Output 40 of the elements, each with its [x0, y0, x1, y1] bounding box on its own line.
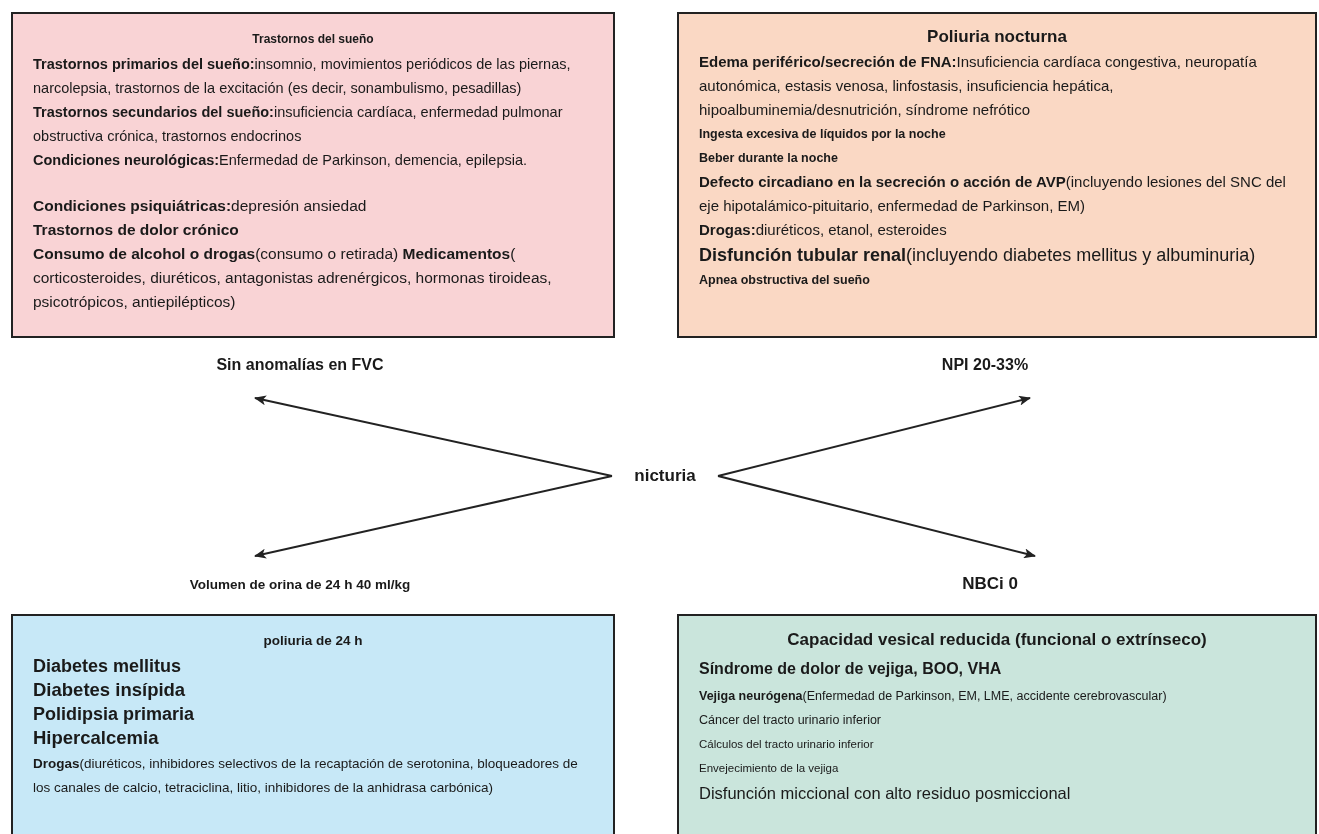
criterion-label: NPI 20-33%: [941, 356, 1029, 374]
cause-text: Drogas(diuréticos, inhibidores selectivos de la recaptación de serotonina, bloqueadores de los canales de calcio, tetraciclina, litio, inhibidores de la anhidrasa carbónica): [33, 755, 579, 797]
criterion-label: nicturia: [634, 466, 696, 486]
arrow: [254, 475, 613, 559]
category-box: [11, 12, 615, 338]
arrow: [717, 475, 1036, 559]
cause-text: Trastornos de dolor crónico: [33, 220, 240, 240]
cause-text: Diabetes insípida: [33, 678, 187, 702]
category-box: [11, 614, 615, 834]
cause-text: Defecto circadiano en la secreción o acción de AVP(incluyendo lesiones del SNC del eje hipotalámico-pituitario, enfermedad de Parkinson, EM): [699, 172, 1287, 216]
arrow: [254, 395, 613, 477]
arrow: [717, 395, 1031, 477]
cause-text: Condiciones psiquiátricas:depresión ansiedad: [33, 196, 368, 216]
cause-text: Disfunción tubular renal(incluyendo diabetes mellitus y albuminuria): [699, 244, 1257, 267]
cause-text: Beber durante la noche: [699, 150, 839, 167]
cause-text: Condiciones neurológicas:Enfermedad de Parkinson, demencia, epilepsia.: [33, 151, 528, 170]
cause-text: Cáncer del tracto urinario inferior: [699, 712, 883, 729]
category-box: [677, 12, 1317, 338]
criterion-label: Volumen de orina de 24 h 40 ml/kg: [189, 577, 411, 592]
cause-text: Diabetes mellitus: [33, 655, 183, 678]
cause-text: Vejiga neurógena(Enfermedad de Parkinson, EM, LME, accidente cerebrovascular): [699, 688, 1168, 705]
box-heading: poliuria de 24 h: [262, 632, 364, 650]
cause-text: Hipercalcemia: [33, 726, 160, 750]
cause-text: Apnea obstructiva del sueño: [699, 272, 871, 289]
cause-text: Ingesta excesiva de líquidos por la noche: [699, 126, 947, 143]
box-heading: Trastornos del sueño: [251, 31, 375, 48]
criterion-label: NBCi 0: [962, 574, 1018, 594]
box-heading: Poliuria nocturna: [926, 26, 1068, 48]
criterion-label: Sin anomalías en FVC: [216, 356, 384, 374]
cause-text: Envejecimiento de la vejiga: [699, 761, 840, 776]
cause-text: Edema periférico/secreción de FNA:Insuficiencia cardíaca congestiva, neuropatía autonómica, estasis venosa, linfostasis, insuficiencia hepática, hipoalbuminemia/desnutrición, síndrome nefrótico: [699, 52, 1258, 120]
cause-text: Polidipsia primaria: [33, 703, 196, 726]
cause-text: Cálculos del tracto urinario inferior: [699, 737, 875, 752]
cause-text: Drogas:diuréticos, etanol, esteroides: [699, 220, 948, 240]
category-box: [677, 614, 1317, 834]
cause-text: Disfunción miccional con alto residuo posmiccional: [699, 783, 1072, 804]
cause-text: Consumo de alcohol o drogas(consumo o retirada) Medicamentos( corticosteroides, diuréticos, antagonistas adrenérgicos, hormonas tiroideas, psicotrópicos, antiepilépticos): [33, 244, 553, 312]
box-heading: Capacidad vesical reducida (funcional o extrínseco): [786, 629, 1208, 651]
cause-text: Síndrome de dolor de vejiga, BOO, VHA: [699, 659, 1003, 679]
cause-text: Trastornos primarios del sueño:insomnio, movimientos periódicos de las piernas, narcolepsia, trastornos de la excitación (es decir, sonambulismo, pesadillas) Trastornos secundarios del sueño:insuficiencia cardíaca, enfermedad pulmonar obstructiva crónica, trastornos endocrinos: [33, 55, 572, 146]
